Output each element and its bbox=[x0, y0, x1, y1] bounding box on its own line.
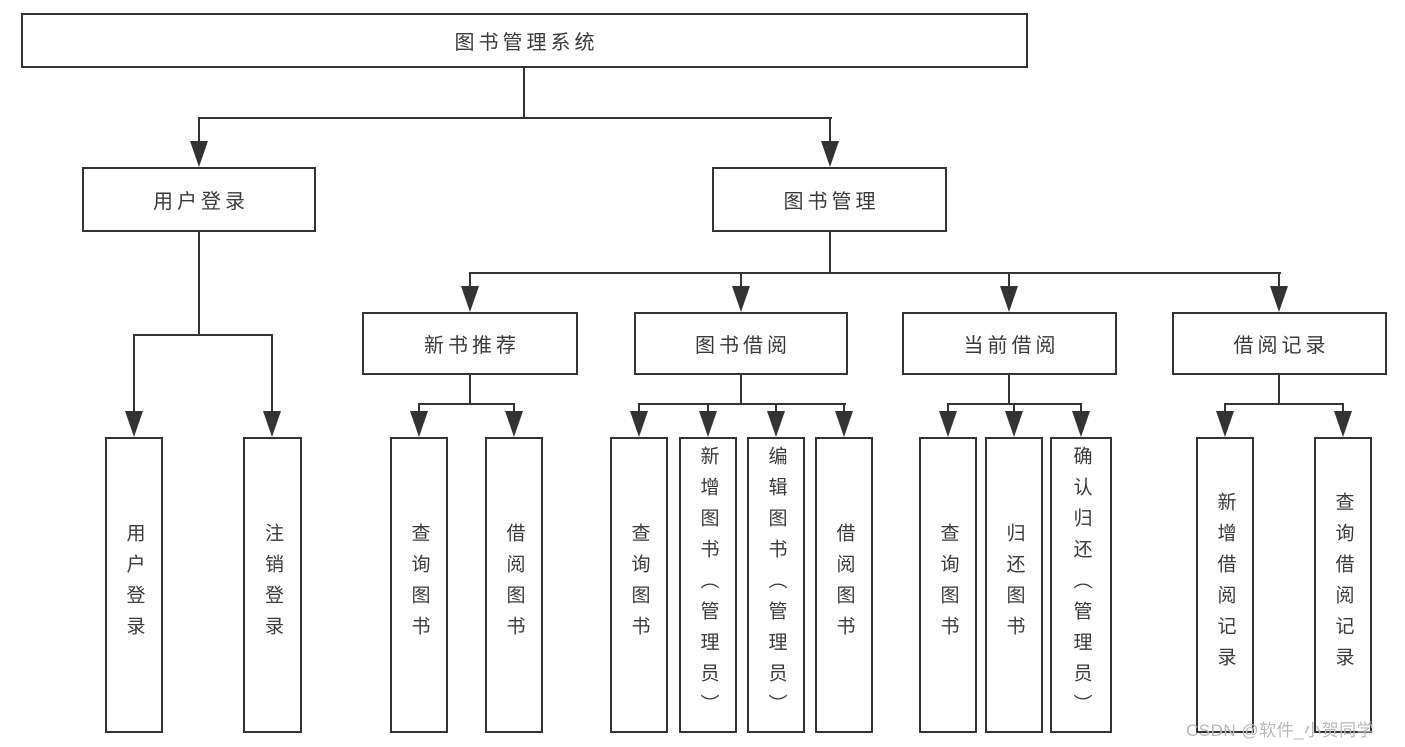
arrow-down-icon bbox=[821, 141, 839, 167]
watermark: CSDN @软件_小贺同学 bbox=[1186, 721, 1375, 740]
arrow-down-icon bbox=[461, 286, 479, 312]
arrow-down-icon bbox=[1216, 411, 1234, 437]
connector-vertical bbox=[947, 403, 949, 417]
leaf-add-borrow-record: 新增借阅记录 bbox=[1196, 437, 1254, 733]
connector-vertical bbox=[1342, 403, 1344, 417]
leaf-label: 编辑图书（管理员） bbox=[765, 445, 787, 725]
node-borrow-records: 借阅记录 bbox=[1172, 312, 1387, 375]
leaf-user-login: 用户登录 bbox=[105, 437, 163, 733]
connector-horizontal bbox=[198, 117, 832, 119]
leaf-return-book: 归还图书 bbox=[985, 437, 1043, 733]
connector-vertical bbox=[1224, 403, 1226, 417]
leaf-label: 新增图书（管理员） bbox=[697, 445, 719, 725]
leaf-confirm-return-admin: 确认归还（管理员） bbox=[1050, 437, 1112, 733]
arrow-down-icon bbox=[767, 411, 785, 437]
connector-horizontal bbox=[418, 403, 515, 405]
arrow-down-icon bbox=[630, 411, 648, 437]
leaf-label: 查询借阅记录 bbox=[1332, 492, 1354, 678]
leaf-label: 借阅图书 bbox=[503, 523, 525, 647]
connector-vertical bbox=[198, 232, 200, 335]
connector-vertical bbox=[1008, 272, 1010, 290]
leaf-label: 确认归还（管理员） bbox=[1070, 445, 1092, 725]
connector-vertical bbox=[1278, 272, 1280, 290]
connector-vertical bbox=[1278, 375, 1280, 405]
connector-vertical bbox=[133, 334, 135, 414]
connector-vertical bbox=[469, 272, 471, 290]
arrow-down-icon bbox=[1334, 411, 1352, 437]
node-current-borrow: 当前借阅 bbox=[902, 312, 1117, 375]
connector-vertical bbox=[1013, 403, 1015, 417]
leaf-logout: 注销登录 bbox=[243, 437, 302, 733]
arrow-down-icon bbox=[732, 286, 750, 312]
arrow-down-icon bbox=[125, 411, 143, 437]
connector-horizontal bbox=[1224, 403, 1344, 405]
arrow-down-icon bbox=[939, 411, 957, 437]
connector-vertical bbox=[418, 403, 420, 417]
connector-horizontal bbox=[638, 403, 846, 405]
leaf-query-book-recommend: 查询图书 bbox=[390, 437, 448, 733]
leaf-borrow-book-recommend: 借阅图书 bbox=[485, 437, 543, 733]
connector-vertical bbox=[1080, 403, 1082, 417]
connector-vertical bbox=[638, 403, 640, 417]
leaf-label: 注销登录 bbox=[262, 523, 283, 647]
leaf-query-borrow-record: 查询借阅记录 bbox=[1314, 437, 1372, 733]
node-book-borrow: 图书借阅 bbox=[634, 312, 848, 375]
connector-vertical bbox=[1008, 375, 1010, 405]
connector-vertical bbox=[829, 117, 831, 145]
arrow-down-icon bbox=[1072, 411, 1090, 437]
connector-vertical bbox=[707, 403, 709, 417]
node-new-book-recommend: 新书推荐 bbox=[362, 312, 578, 375]
arrow-down-icon bbox=[1005, 411, 1023, 437]
leaf-query-book-borrow: 查询图书 bbox=[610, 437, 668, 733]
leaf-edit-book-admin: 编辑图书（管理员） bbox=[747, 437, 805, 733]
connector-vertical bbox=[829, 232, 831, 273]
node-user-login: 用户登录 bbox=[82, 167, 316, 232]
arrow-down-icon bbox=[699, 411, 717, 437]
connector-vertical bbox=[843, 403, 845, 417]
leaf-label: 查询图书 bbox=[408, 523, 430, 647]
arrow-down-icon bbox=[263, 411, 281, 437]
connector-vertical bbox=[740, 375, 742, 405]
leaf-borrow-book: 借阅图书 bbox=[815, 437, 873, 733]
arrow-down-icon bbox=[505, 411, 523, 437]
leaf-label: 新增借阅记录 bbox=[1214, 492, 1236, 678]
connector-vertical bbox=[469, 375, 471, 405]
leaf-add-book-admin: 新增图书（管理员） bbox=[679, 437, 737, 733]
leaf-label: 查询图书 bbox=[628, 523, 650, 647]
arrow-down-icon bbox=[190, 141, 208, 167]
connector-vertical bbox=[775, 403, 777, 417]
leaf-label: 用户登录 bbox=[123, 523, 145, 647]
arrow-down-icon bbox=[1270, 286, 1288, 312]
leaf-label: 归还图书 bbox=[1003, 523, 1025, 647]
arrow-down-icon bbox=[410, 411, 428, 437]
leaf-label: 借阅图书 bbox=[833, 523, 855, 647]
leaf-label: 查询图书 bbox=[937, 523, 959, 647]
leaf-query-book-current: 查询图书 bbox=[919, 437, 977, 733]
connector-vertical bbox=[523, 68, 525, 118]
node-book-management: 图书管理 bbox=[712, 167, 947, 232]
node-root: 图书管理系统 bbox=[21, 13, 1028, 68]
connector-vertical bbox=[271, 334, 273, 414]
connector-vertical bbox=[740, 272, 742, 290]
connector-vertical bbox=[198, 117, 200, 145]
arrow-down-icon bbox=[1000, 286, 1018, 312]
connector-horizontal bbox=[133, 334, 273, 336]
connector-vertical bbox=[513, 403, 515, 417]
arrow-down-icon bbox=[835, 411, 853, 437]
connector-horizontal bbox=[469, 272, 1281, 274]
